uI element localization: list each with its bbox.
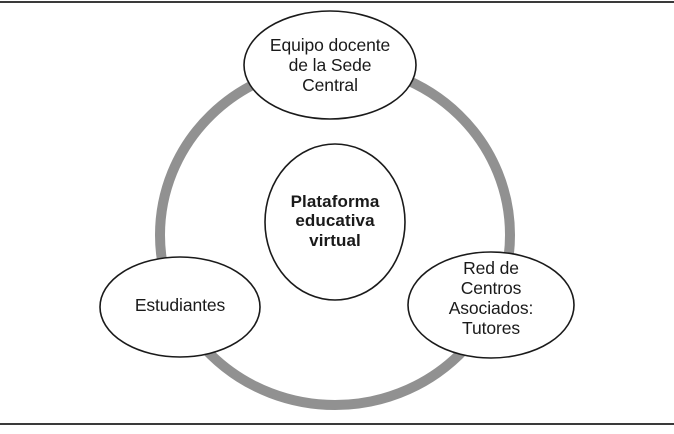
node-ellipse-equipo-docente[interactable] — [243, 10, 417, 120]
frame-rule-bottom — [0, 423, 674, 425]
node-ellipse-plataforma[interactable] — [264, 143, 406, 301]
node-ellipse-red-centros[interactable] — [407, 251, 575, 359]
node-ellipse-estudiantes[interactable] — [99, 256, 261, 358]
frame-rule-top — [0, 1, 674, 3]
